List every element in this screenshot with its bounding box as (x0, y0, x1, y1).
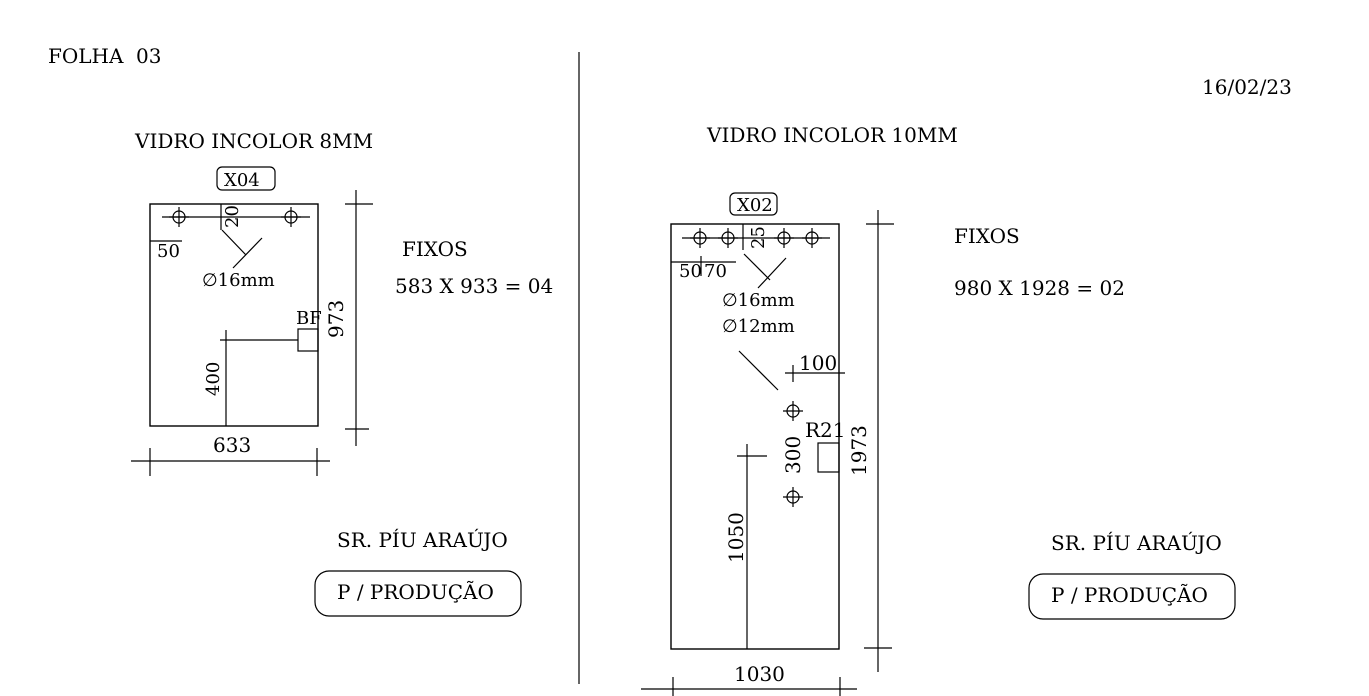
right-code-box (729, 192, 778, 216)
sheet-date: 16/02/23 (1202, 75, 1292, 99)
left-notch-label: BF (296, 308, 322, 329)
right-hole-6-icon (782, 486, 804, 508)
right-client-name: SR. PÍU ARAÚJO (1051, 530, 1222, 555)
left-piece: VIDRO INCOLOR 8MM X04 20 50 ∅16mm BF 400… (131, 129, 553, 617)
left-leader-a (221, 229, 247, 256)
right-glass-title: VIDRO INCOLOR 10MM (706, 123, 958, 147)
right-leader-b (757, 257, 787, 289)
right-dim-side-offset-a: 50 (679, 261, 702, 282)
left-stamp-box (314, 570, 522, 617)
left-hole-1-icon (168, 206, 190, 228)
right-dim-width: 1030 (734, 662, 785, 686)
right-code: X02 (737, 195, 773, 216)
right-hole-3-icon (773, 227, 795, 249)
left-glass-outline (149, 203, 319, 427)
left-dim-side-offset: 50 (157, 241, 180, 262)
left-code: X04 (224, 170, 260, 191)
right-fixed-spec: 980 X 1928 = 02 (954, 276, 1125, 300)
right-hole-4-icon (801, 227, 823, 249)
right-hole-diameter-a: ∅16mm (722, 290, 795, 311)
left-hole-diameter: ∅16mm (202, 270, 275, 291)
left-fixed-spec: 583 X 933 = 04 (395, 274, 553, 298)
left-dim-notch-height: 400 (203, 362, 224, 396)
right-notch (817, 442, 840, 473)
right-dim-notch-height: 1050 (724, 512, 748, 563)
left-glass-title: VIDRO INCOLOR 8MM (134, 129, 373, 153)
right-leader-c (738, 350, 779, 391)
left-client-name: SR. PÍU ARAÚJO (337, 527, 508, 552)
left-dim-top-offset: 20 (222, 205, 243, 228)
right-glass-outline (670, 223, 840, 650)
right-hole-2-icon (717, 227, 739, 249)
left-fixed-label: FIXOS (402, 237, 468, 261)
left-dim-height: 973 (324, 300, 348, 338)
sheet-label: FOLHA (48, 44, 124, 68)
right-dim-hole-inset: 100 (799, 351, 837, 375)
left-leader-b (232, 237, 263, 269)
right-piece: VIDRO INCOLOR 10MM X02 25 50 70 ∅16mm ∅1… (641, 123, 1236, 696)
sheet-number: 03 (136, 44, 161, 68)
left-notch (297, 328, 319, 352)
left-code-box (216, 166, 276, 191)
right-dim-hole-spacing: 300 (781, 436, 805, 474)
right-hole-1-icon (689, 227, 711, 249)
left-stamp-text: P / PRODUÇÃO (337, 580, 494, 604)
right-fixed-label: FIXOS (954, 224, 1020, 248)
left-dim-width: 633 (213, 433, 251, 457)
right-hole-diameter-b: ∅12mm (722, 316, 795, 337)
right-stamp-text: P / PRODUÇÃO (1051, 583, 1208, 607)
right-notch-label: R21 (805, 418, 846, 442)
right-leader-a (743, 253, 771, 281)
right-dim-height: 1973 (847, 425, 871, 476)
right-stamp-box (1028, 573, 1236, 620)
right-dim-side-offset-b: 70 (704, 261, 727, 282)
left-hole-2-icon (280, 206, 302, 228)
right-dim-top-offset: 25 (748, 226, 769, 249)
right-hole-5-icon (782, 400, 804, 422)
